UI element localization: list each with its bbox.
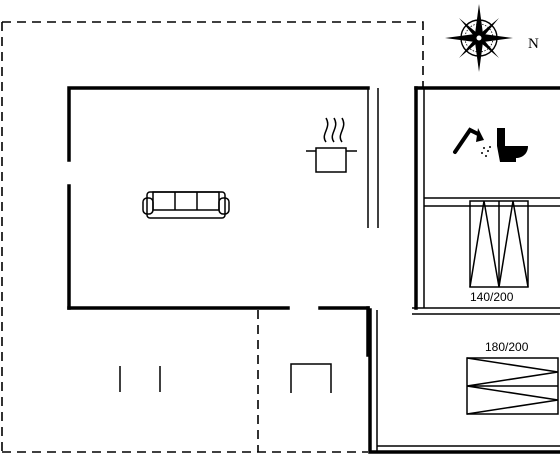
bed-size-label: 140/200 (470, 290, 514, 304)
cooking-pot-icon (306, 117, 357, 173)
shower-icon (453, 127, 491, 157)
double-bed-icon (469, 200, 529, 288)
bed-size-label: 180/200 (485, 340, 529, 354)
chair-icon (119, 366, 161, 392)
table-icon (290, 363, 332, 393)
compass-rose-icon (445, 4, 513, 72)
walls (67, 86, 560, 454)
north-label: N (528, 36, 539, 52)
sofa-icon (142, 191, 230, 219)
double-bed-icon (466, 357, 559, 415)
toilet-icon (497, 128, 528, 162)
